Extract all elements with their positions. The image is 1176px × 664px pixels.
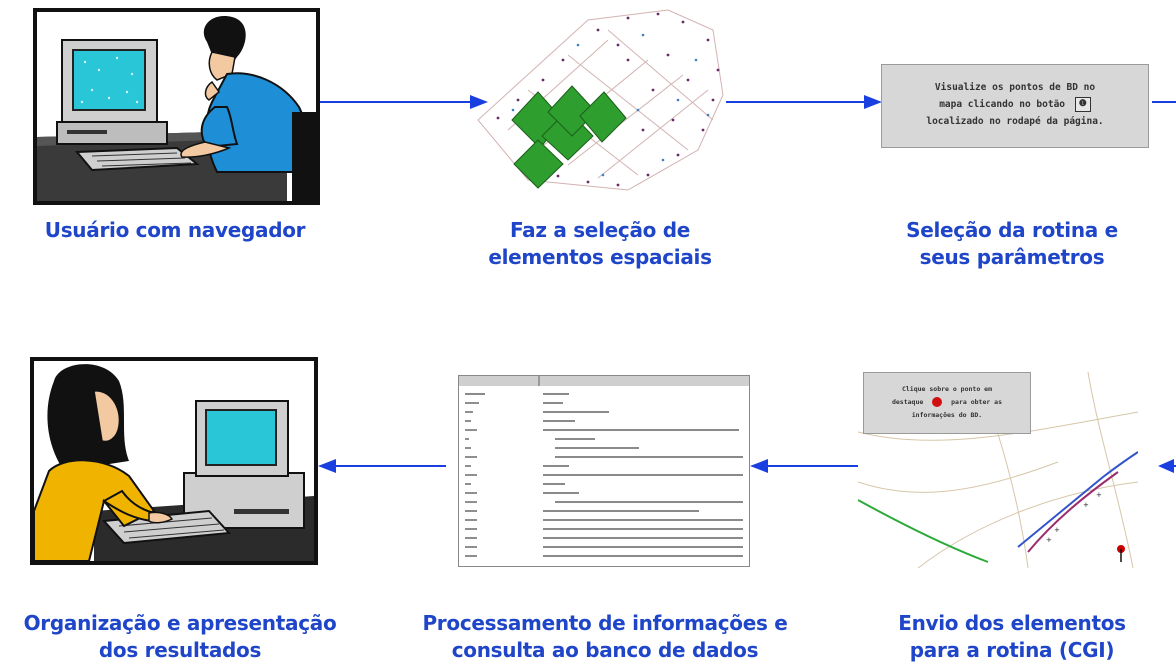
arrow-left-icon [750, 459, 860, 473]
arrow-left-icon [318, 459, 446, 473]
step1-caption: Usuário com navegador [44, 218, 306, 242]
info-button-icon: ❶ [1074, 97, 1091, 112]
man-at-computer-icon [37, 12, 316, 201]
results-presentation-illustration [30, 357, 318, 565]
red-point-icon [932, 397, 943, 407]
step2-caption: Faz a seleção de elementos espaciais [488, 218, 712, 269]
box-line: mapa clicando no botão ❶ [882, 96, 1148, 113]
svg-text:+: + [1083, 501, 1089, 509]
arrow-left-icon [1158, 459, 1176, 473]
routine-selection-box: Visualize os pontos de BD no mapa clican… [881, 64, 1149, 148]
user-with-browser-illustration [33, 8, 320, 205]
step5-caption: Processamento de informações e consulta … [422, 611, 788, 662]
woman-at-computer-icon [33, 361, 314, 562]
cgi-dispatch-map: ++++ Clique sobre o ponto em destaque pa… [857, 371, 1139, 569]
database-query-results-table [458, 375, 750, 567]
step4-caption: Envio dos elementos para a rotina (CGI) [898, 611, 1126, 662]
svg-text:+: + [1054, 526, 1060, 534]
arrow-right-icon [320, 95, 488, 109]
table-icon [459, 376, 749, 557]
svg-text:+: + [1096, 491, 1102, 499]
box-line: localizado no rodapé da página. [926, 116, 1104, 127]
box-line: Visualize os pontos de BD no [934, 82, 1096, 93]
arrow-right-icon [726, 95, 882, 109]
map-selection-icon [477, 9, 724, 191]
arrow-right-icon [1152, 101, 1176, 103]
database-point-tooltip: Clique sobre o ponto em destaque para ob… [863, 372, 1031, 434]
step6-caption: Organização e apresentação dos resultado… [23, 611, 337, 662]
step3-caption: Seleção da rotina e seus parâmetros [906, 218, 1118, 269]
svg-text:+: + [1046, 536, 1052, 544]
map-route-icon: ++++ [857, 371, 1139, 569]
spatial-selection-map [468, 0, 730, 200]
